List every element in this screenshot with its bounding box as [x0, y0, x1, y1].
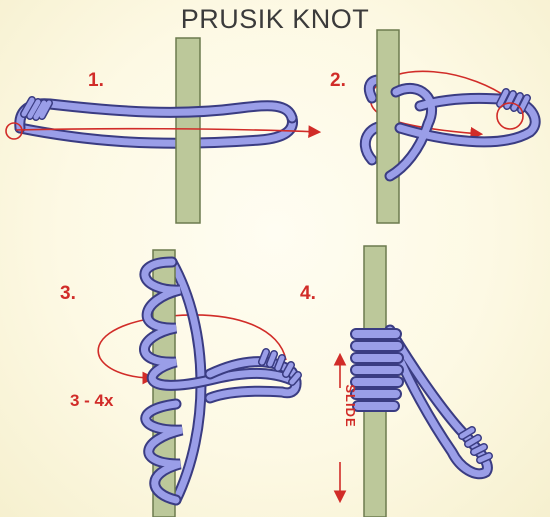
step-2-rope-front — [384, 82, 541, 182]
diagram-title: PRUSIK KNOT — [180, 4, 370, 34]
step-4-label: 4. — [300, 283, 316, 304]
step-2-knot-marker — [496, 102, 524, 130]
step-4-figure — [333, 245, 493, 517]
step-1-direction-arrow — [15, 125, 322, 139]
step-1-label: 1. — [88, 70, 104, 91]
slide-label: SLIDE — [343, 384, 358, 428]
step-2-label: 2. — [330, 70, 346, 91]
step-1-rope-front — [14, 96, 298, 134]
step-1-pole — [175, 37, 201, 224]
step-3-wrap-arrow — [97, 314, 287, 385]
step-1-figure — [5, 37, 322, 224]
step-3-figure — [97, 249, 302, 517]
step-1-knot-marker — [5, 122, 23, 140]
step-3-label: 3. — [60, 283, 76, 304]
step-4-rope — [350, 324, 493, 480]
step-3-rope-front — [139, 256, 302, 506]
wrap-count-label: 3 - 4x — [70, 391, 114, 410]
step-1-rope-back — [14, 112, 298, 149]
step-2-figure — [359, 29, 541, 224]
